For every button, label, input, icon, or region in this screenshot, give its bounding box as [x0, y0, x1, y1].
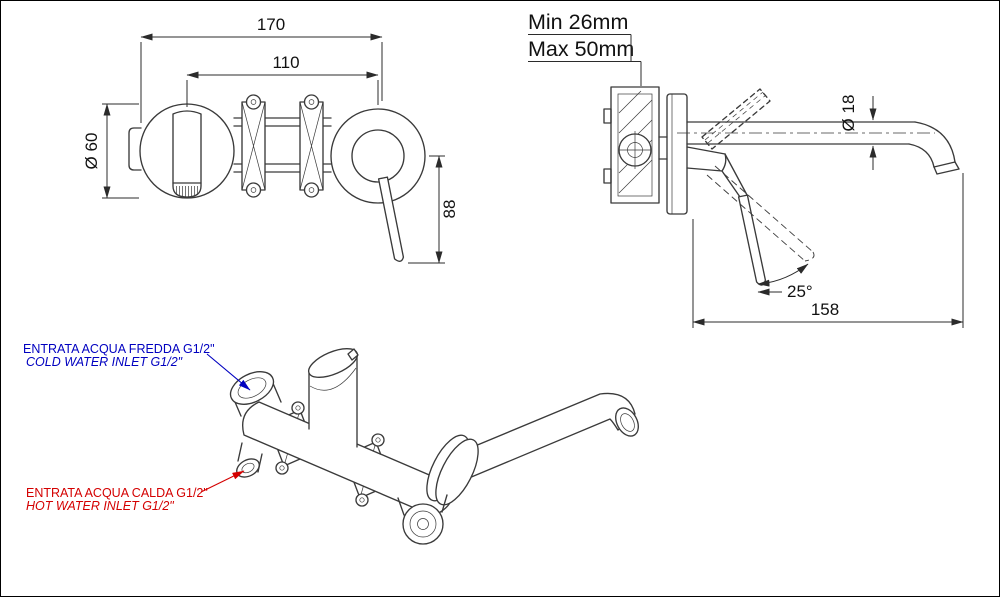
wall-body-side [610, 86, 660, 204]
side-view-drawing [603, 86, 960, 287]
cold-inlet-label-it: ENTRATA ACQUA FREDDA G1/2" [23, 342, 215, 356]
spout-front [172, 110, 202, 198]
hot-inlet-label-it: ENTRATA ACQUA CALDA G1/2" [26, 486, 208, 500]
iso-view-labels: ENTRATA ACQUA FREDDA G1/2" COLD WATER IN… [23, 342, 251, 513]
hot-inlet-label-en: HOT WATER INLET G1/2" [26, 499, 174, 513]
cold-inlet-port [229, 371, 275, 405]
hot-inlet-leader [200, 470, 245, 493]
dim-spout-reach: 158 [811, 300, 839, 319]
spout-iso [462, 392, 636, 479]
wall-min-label: Min 26mm [528, 10, 628, 34]
lower-valve-face [402, 503, 444, 545]
front-view-drawing [128, 94, 426, 262]
dim-spout-diameter: Ø 18 [839, 95, 858, 132]
iso-view-drawing [229, 347, 639, 545]
handle-lever-front [377, 176, 405, 262]
front-view: 170 110 Ø 60 88 [82, 15, 459, 264]
cold-inlet-label-en: COLD WATER INLET G1/2" [26, 355, 183, 369]
handle-lever-side [737, 194, 767, 286]
handle-raised-phantom [701, 88, 771, 150]
dim-body-diameter: Ø 60 [82, 133, 101, 170]
front-view-dimensions: 170 110 Ø 60 88 [82, 15, 459, 264]
side-view: Min 26mm Max 50mm Ø 18 25° 158 [528, 10, 964, 328]
dim-handle-drop: 88 [440, 200, 459, 219]
dim-center-distance: 110 [272, 53, 299, 72]
cold-inlet-leader [206, 353, 251, 391]
escutcheon-side [666, 93, 688, 215]
dim-handle-angle: 25° [787, 282, 813, 301]
iso-view: ENTRATA ACQUA FREDDA G1/2" COLD WATER IN… [23, 342, 639, 545]
side-view-dimensions: Min 26mm Max 50mm Ø 18 25° 158 [528, 10, 964, 328]
wall-max-label: Max 50mm [528, 37, 634, 61]
dim-total-width: 170 [257, 15, 285, 34]
